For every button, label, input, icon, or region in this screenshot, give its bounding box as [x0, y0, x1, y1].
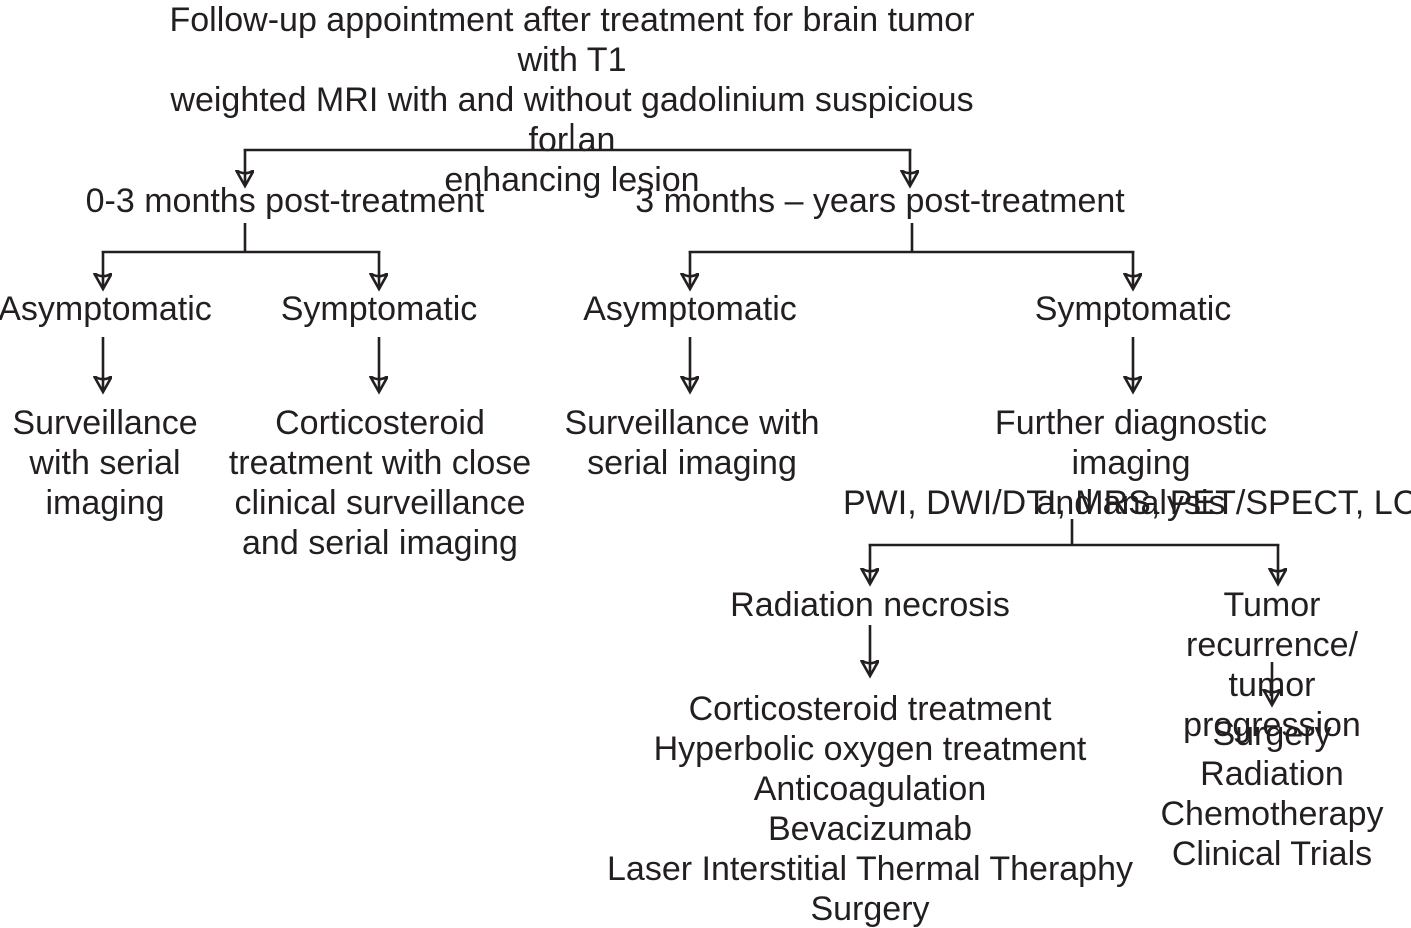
node-late-period: 3 months – years post-treatment — [635, 182, 1125, 220]
node-late-sym-modalities: PWI, DWI/DTI, MRS, PET/SPECT, LC — [843, 484, 1411, 522]
node-early-sym-plan: Corticosteroid treatment with close clin… — [228, 404, 532, 562]
node-root-question: Follow-up appointment after treatment fo… — [169, 1, 975, 199]
node-radiation-necrosis: Radiation necrosis — [730, 586, 1010, 624]
node-tumor-recurrence: Tumor recurrence/ tumor progression — [1183, 586, 1361, 744]
node-late-asymptomatic: Asymptomatic — [583, 290, 797, 328]
node-tumor-recurrence-treatments: Surgery Radiation Chemotherapy Clinical … — [1160, 715, 1384, 873]
node-early-asym-plan: Surveillance with serial imaging — [12, 404, 198, 522]
node-early-symptomatic: Symptomatic — [280, 290, 478, 328]
node-early-asymptomatic: Asymptomatic — [0, 290, 212, 328]
node-late-symptomatic: Symptomatic — [1034, 290, 1232, 328]
node-radiation-necrosis-treatments: Corticosteroid treatment Hyperbolic oxyg… — [607, 690, 1133, 928]
node-late-sym-plan: Further diagnostic imaging and analysis — [994, 404, 1268, 522]
node-late-asym-plan: Surveillance with serial imaging — [564, 404, 820, 482]
node-early-period: 0-3 months post-treatment — [85, 182, 485, 220]
